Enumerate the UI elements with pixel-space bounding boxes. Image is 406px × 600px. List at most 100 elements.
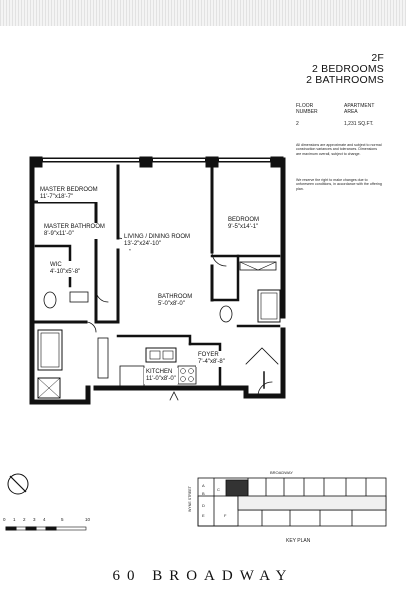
refrigerator bbox=[119, 365, 145, 387]
floor-label-line1: FLOOR bbox=[296, 103, 314, 109]
bathtub bbox=[37, 329, 63, 371]
key-plan-title: KEY PLAN bbox=[286, 538, 311, 544]
room-name: KITCHEN bbox=[146, 369, 173, 375]
key-plan-left-block bbox=[197, 495, 239, 527]
burner bbox=[188, 368, 194, 374]
burner bbox=[180, 368, 186, 374]
top-band bbox=[0, 0, 406, 26]
coat-closet bbox=[245, 347, 279, 365]
room-name: BATHROOM bbox=[158, 294, 193, 300]
room-label-bathroom: BATHROOM 5'-0"x8'-0" bbox=[156, 293, 195, 309]
floor-plan bbox=[29, 156, 286, 405]
vanity bbox=[69, 291, 89, 303]
toilet bbox=[219, 305, 233, 323]
burner bbox=[180, 376, 186, 382]
closet-doors bbox=[239, 261, 277, 271]
wall-foyer-kitchen bbox=[188, 342, 222, 390]
room-dims: 13'-2"x24'-10" bbox=[124, 241, 161, 247]
wall-master-bath-right bbox=[94, 200, 120, 324]
shower-drain bbox=[37, 377, 61, 399]
room-dims: 8'-9"x11'-0" bbox=[44, 231, 74, 237]
north-arrow-icon bbox=[7, 473, 29, 495]
room-label-wic: WIC 4'-10"x5'-8" bbox=[48, 261, 83, 277]
apartment-area-value: 1,231 SQ.FT. bbox=[344, 121, 374, 127]
room-name: MASTER BEDROOM bbox=[40, 187, 98, 193]
reservation-note: We reserve the right to make changes due… bbox=[296, 178, 382, 191]
scale-tick: 0 bbox=[3, 517, 6, 522]
bathroom-count: 2 BATHROOMS bbox=[306, 74, 384, 86]
sink bbox=[162, 350, 174, 360]
wall-bathroom bbox=[210, 254, 240, 302]
closet-shelf bbox=[239, 261, 277, 271]
scale-tick: 10 bbox=[85, 517, 91, 522]
kitchen-island bbox=[145, 347, 177, 363]
burner bbox=[188, 376, 194, 382]
room-label-kitchen: KITCHEN 11'-0"x8'-0" bbox=[144, 368, 178, 384]
key-unit-e: E bbox=[202, 513, 205, 518]
column bbox=[270, 156, 284, 168]
sink bbox=[149, 350, 161, 360]
scale-tick: 5 bbox=[61, 517, 64, 522]
room-label-master-bathroom: MASTER BATHROOM 8'-9"x11'-0" bbox=[42, 223, 107, 239]
shower bbox=[37, 377, 61, 399]
floor-number-label: FLOOR NUMBER bbox=[296, 103, 318, 115]
disclaimer-note: All dimensions are approximate and subje… bbox=[296, 143, 382, 156]
room-label-living-dining: LIVING / DINING ROOM 13'-2"x24'-10" bbox=[122, 233, 193, 249]
room-dims: 9'-5"x14'-1" bbox=[228, 224, 259, 230]
room-label-master-bedroom: MASTER BEDROOM 11'-7"x18'-7" bbox=[38, 186, 100, 202]
entry-door-swing bbox=[257, 381, 273, 397]
room-dims: 5'-0"x8'-0" bbox=[158, 301, 185, 307]
scale-tick: 1 bbox=[13, 517, 16, 522]
key-unit-d: D bbox=[202, 503, 205, 508]
entry-arrow bbox=[169, 391, 179, 401]
scale-bar bbox=[5, 526, 87, 531]
key-plan bbox=[197, 477, 387, 527]
door-swing bbox=[95, 289, 109, 303]
key-unit-a: A bbox=[202, 483, 205, 488]
highlighted-unit bbox=[225, 479, 249, 497]
door-swing bbox=[85, 321, 97, 333]
room-name: MASTER BATHROOM bbox=[44, 224, 105, 230]
key-plan-street-top: BROADWAY bbox=[270, 470, 293, 475]
bedroom-bathtub-inner bbox=[260, 292, 278, 320]
room-dims: 7'-4"x8'-8" bbox=[198, 359, 225, 365]
room-label-foyer: FOYER 7'-4"x8'-8" bbox=[196, 351, 227, 367]
area-label-line2: AREA bbox=[344, 109, 358, 115]
room-dims: 11'-7"x18'-7" bbox=[40, 194, 74, 200]
unit-header: 2F 2 BEDROOMS 2 BATHROOMS bbox=[306, 53, 384, 86]
scale-tick: 2 bbox=[23, 517, 26, 522]
scale-tick: 3 bbox=[33, 517, 36, 522]
floor-number-value: 2 bbox=[296, 121, 299, 127]
column bbox=[139, 156, 153, 168]
area-label-line1: APARTMENT bbox=[344, 103, 375, 109]
room-dims: 4'-10"x5'-8" bbox=[50, 269, 81, 275]
range bbox=[177, 365, 197, 385]
corridor bbox=[237, 495, 387, 511]
closet bbox=[97, 337, 109, 379]
room-name: LIVING / DINING ROOM bbox=[124, 234, 191, 240]
key-plan-lower-dividers bbox=[238, 509, 386, 526]
door-swing bbox=[211, 251, 227, 267]
room-dims: 11'-0"x8'-0" bbox=[146, 376, 176, 382]
building-address: 60 BROADWAY bbox=[112, 568, 294, 584]
floor-label-line2: NUMBER bbox=[296, 109, 318, 115]
key-plan-dividers bbox=[213, 478, 367, 526]
room-name: WIC bbox=[50, 262, 62, 268]
toilet bbox=[43, 291, 57, 309]
room-name: FOYER bbox=[198, 352, 219, 358]
apartment-area-label: APARTMENT AREA bbox=[344, 103, 374, 115]
bedroom-bathtub bbox=[257, 289, 281, 323]
room-name: BEDROOM bbox=[228, 217, 260, 223]
key-unit-c: C bbox=[217, 487, 220, 492]
column bbox=[29, 156, 43, 168]
key-unit-b: B bbox=[202, 491, 205, 496]
bedroom-count: 2 BEDROOMS bbox=[311, 63, 384, 75]
key-unit-f: F bbox=[224, 513, 227, 518]
key-plan-street-left: WYNE STREET bbox=[188, 486, 192, 512]
scale-tick: 4 bbox=[43, 517, 46, 522]
unit-number: 2F bbox=[371, 52, 384, 64]
bathtub-inner bbox=[40, 332, 60, 368]
wall-kitchen-counter bbox=[116, 334, 192, 346]
room-label-bedroom: BEDROOM 9'-5"x14'-1" bbox=[226, 216, 262, 232]
